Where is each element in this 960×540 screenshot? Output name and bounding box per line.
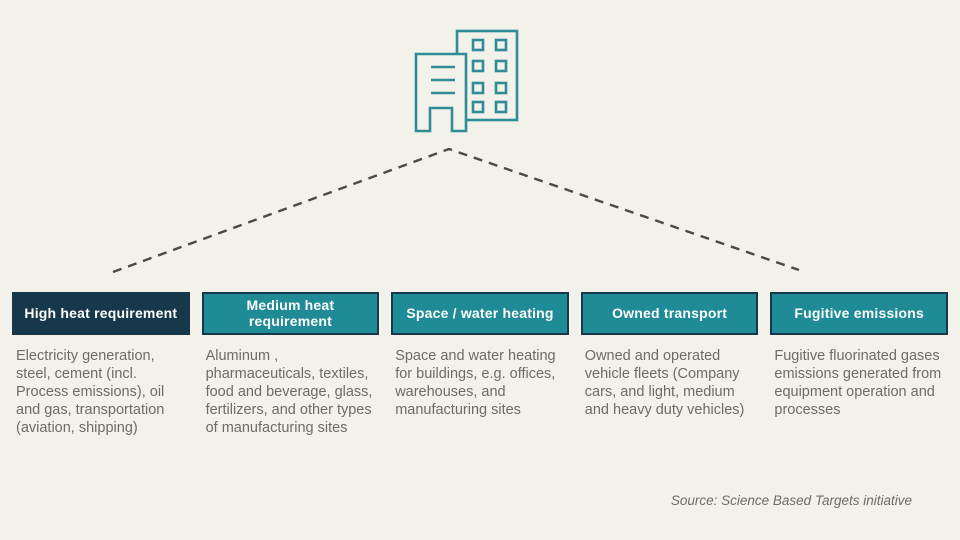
category-description-medium-heat: Aluminum , pharmaceuticals, textiles, fo…	[205, 348, 373, 436]
dashed-branch-path	[112, 147, 800, 274]
category-description-high-heat: Electricity generation, steel, cement (i…	[16, 348, 165, 436]
category-column-medium-heat: Medium heat requirement Aluminum , pharm…	[201, 292, 380, 438]
category-column-space-water-heating: Space / water heating Space and water he…	[391, 292, 569, 438]
category-column-fugitive-emissions: Fugitive emissions Fugitive fluorinated …	[770, 292, 948, 438]
category-column-owned-transport: Owned transport Owned and operated vehic…	[580, 292, 759, 438]
category-columns: High heat requirement Electricity genera…	[12, 292, 948, 438]
category-header-high-heat: High heat requirement	[12, 292, 190, 335]
category-header-medium-heat: Medium heat requirement	[201, 292, 380, 335]
office-buildings-icon	[414, 29, 519, 133]
category-description-space-water-heating: Space and water heating for buildings, e…	[395, 348, 556, 418]
source-attribution: Source: Science Based Targets initiative	[670, 493, 912, 508]
branch-connector-lines	[112, 147, 800, 274]
category-column-high-heat: High heat requirement Electricity genera…	[12, 292, 190, 438]
category-header-fugitive-emissions: Fugitive emissions	[770, 292, 948, 335]
category-header-space-water-heating: Space / water heating	[391, 292, 569, 335]
category-header-owned-transport: Owned transport	[580, 292, 759, 335]
category-description-fugitive-emissions: Fugitive fluorinated gases emissions gen…	[774, 348, 942, 418]
category-description-owned-transport: Owned and operated vehicle fleets (Compa…	[584, 348, 745, 418]
